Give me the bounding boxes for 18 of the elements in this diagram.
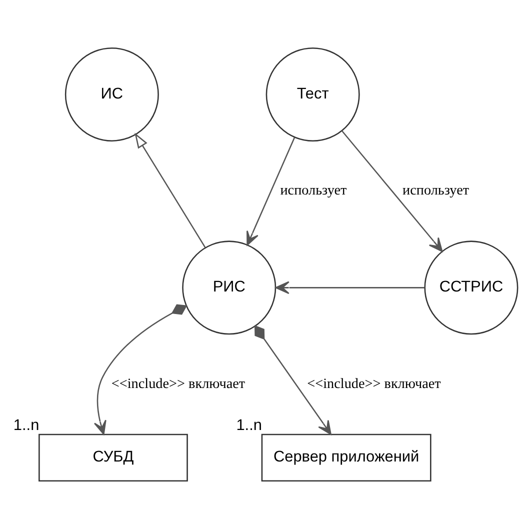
node-box: Сервер приложений	[261, 434, 432, 482]
node-circle: РИС	[182, 240, 276, 335]
arrow	[246, 137, 296, 246]
arrow	[134, 132, 206, 248]
arrow	[254, 325, 332, 435]
node-circle: ССТРИС	[424, 240, 518, 335]
node-label: 1..n	[13, 417, 40, 434]
node-box: СУБД	[38, 434, 188, 482]
arrow	[94, 304, 188, 435]
edge-label: использует	[280, 182, 347, 199]
arrow	[341, 130, 443, 252]
node-circle: Тест	[266, 48, 360, 142]
node-circle: ИС	[64, 48, 159, 142]
edge-label: <<include>> включает	[307, 376, 441, 392]
edge-label: использует	[402, 182, 470, 199]
node-label: 1..n	[236, 417, 262, 434]
edge-label: <<include>> включает	[111, 376, 246, 392]
arrow	[275, 281, 425, 294]
